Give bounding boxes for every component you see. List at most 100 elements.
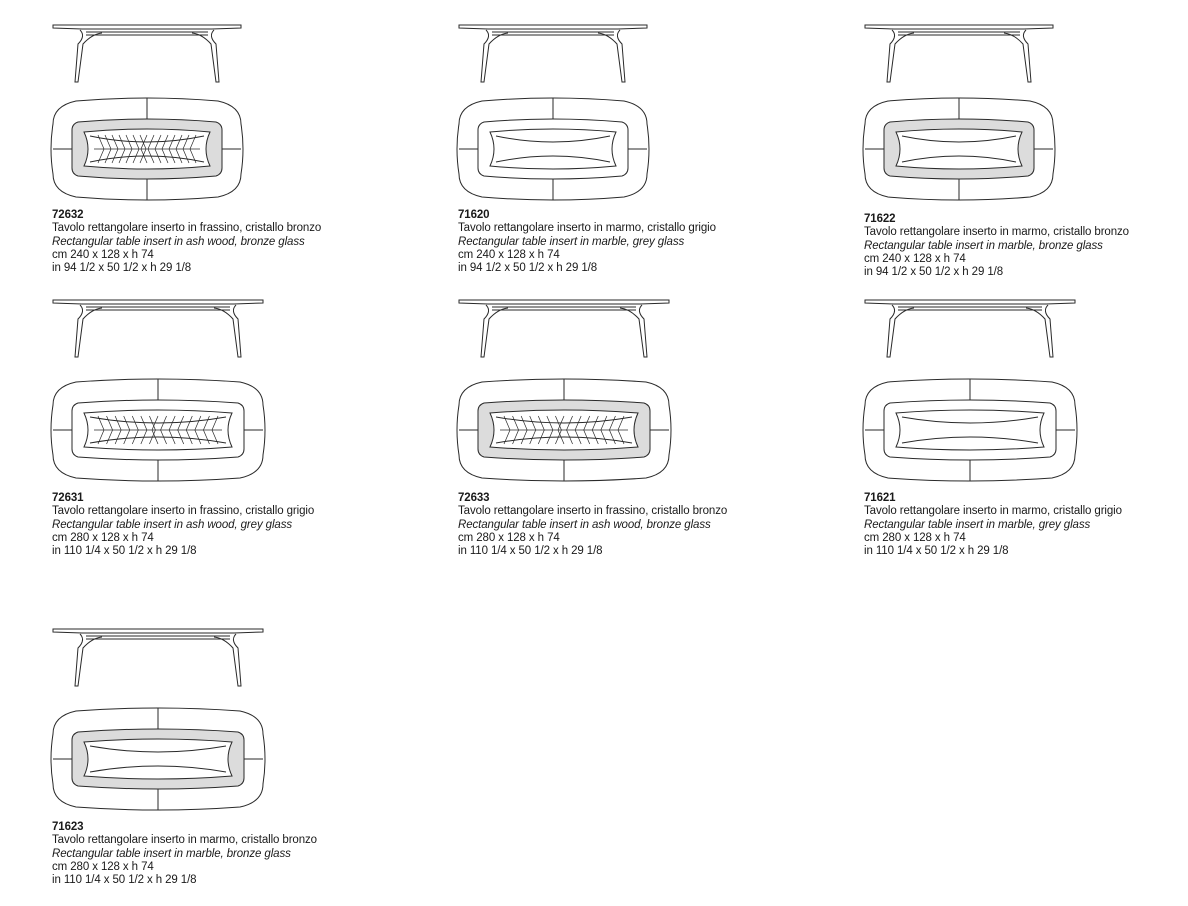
tabletop-edge <box>864 24 1054 30</box>
product-72631: 72631 Tavolo rettangolare inserto in fra… <box>50 297 314 567</box>
leg-right <box>1025 304 1054 358</box>
product-code: 71623 <box>52 821 84 833</box>
product-code: 71621 <box>864 492 896 504</box>
insert-outline <box>895 409 1045 451</box>
leg-left <box>886 304 915 358</box>
insert-inner-curves <box>89 745 227 773</box>
dimensions-cm: cm 240 x 128 x h 74 <box>864 252 966 265</box>
insert-inner-curves <box>495 416 633 444</box>
table-top-view <box>456 97 650 201</box>
table-side-view <box>458 299 670 358</box>
product-72632: 72632 Tavolo rettangolare inserto in fra… <box>50 22 321 287</box>
dimensions-cm: cm 280 x 128 x h 74 <box>458 531 560 544</box>
leg-left <box>886 29 915 83</box>
table-top-view <box>862 378 1078 482</box>
table-top-view <box>50 378 266 482</box>
description-italian: Tavolo rettangolare inserto in frassino,… <box>52 505 315 518</box>
insert-outline <box>489 128 617 170</box>
product-71621: 71621 Tavolo rettangolare inserto in mar… <box>862 297 1122 567</box>
stretcher-rail <box>86 635 230 640</box>
tabletop-edge <box>864 299 1076 305</box>
insert-inner-curves <box>495 135 611 163</box>
top-view-lines <box>50 707 266 811</box>
table-top-view <box>862 97 1056 201</box>
dimensions-cm: cm 280 x 128 x h 74 <box>864 531 966 544</box>
description-english: Rectangular table insert in marble, bron… <box>864 239 1103 252</box>
table-side-view <box>52 628 264 687</box>
product-71620: 71620 Tavolo rettangolare inserto in mar… <box>456 22 716 287</box>
product-caption: 72632 Tavolo rettangolare inserto in fra… <box>52 209 321 275</box>
tabletop-edge <box>52 299 264 305</box>
product-71623: 71623 Tavolo rettangolare inserto in mar… <box>50 626 317 896</box>
product-caption: 71620 Tavolo rettangolare inserto in mar… <box>458 209 716 275</box>
leg-right <box>213 633 242 687</box>
description-english: Rectangular table insert in ash wood, br… <box>458 518 711 531</box>
description-english: Rectangular table insert in marble, grey… <box>458 235 685 248</box>
leg-right <box>597 29 626 83</box>
top-view-lines <box>456 378 672 482</box>
herringbone-pattern <box>500 415 628 445</box>
dimensions-cm: cm 240 x 128 x h 74 <box>458 248 560 261</box>
product-code: 71620 <box>458 209 490 221</box>
table-top-view <box>456 378 672 482</box>
dimensions-cm: cm 280 x 128 x h 74 <box>52 860 154 873</box>
dimensions-in: in 94 1/2 x 50 1/2 x h 29 1/8 <box>52 262 192 275</box>
description-italian: Tavolo rettangolare inserto in marmo, cr… <box>52 834 317 847</box>
product-code: 72631 <box>52 492 84 504</box>
side-view-lines <box>458 299 670 358</box>
insert-outline <box>895 128 1023 170</box>
dimensions-in: in 94 1/2 x 50 1/2 x h 29 1/8 <box>864 266 1004 279</box>
leg-right <box>1003 29 1032 83</box>
description-italian: Tavolo rettangolare inserto in marmo, cr… <box>864 226 1129 239</box>
insert-inner-curves <box>89 135 205 163</box>
tabletop-edge <box>52 24 242 30</box>
tabletop-edge <box>458 24 648 30</box>
description-english: Rectangular table insert in ash wood, br… <box>52 235 305 248</box>
top-view-lines <box>862 378 1078 482</box>
product-caption: 72631 Tavolo rettangolare inserto in fra… <box>52 492 314 558</box>
herringbone-pattern <box>94 415 222 445</box>
table-side-view <box>864 24 1054 83</box>
description-italian: Tavolo rettangolare inserto in marmo, cr… <box>458 222 716 235</box>
stretcher-rail <box>492 31 614 36</box>
product-caption: 71621 Tavolo rettangolare inserto in mar… <box>864 492 1122 558</box>
table-side-view <box>52 24 242 83</box>
dimensions-in: in 110 1/4 x 50 1/2 x h 29 1/8 <box>864 545 1009 558</box>
top-view-lines <box>50 97 244 201</box>
insert-inner-curves <box>901 416 1039 444</box>
stretcher-rail <box>86 306 230 311</box>
dimensions-cm: cm 240 x 128 x h 74 <box>52 248 154 261</box>
side-view-lines <box>52 628 264 687</box>
stretcher-rail <box>898 306 1042 311</box>
description-italian: Tavolo rettangolare inserto in frassino,… <box>458 505 728 518</box>
description-english: Rectangular table insert in ash wood, gr… <box>52 518 293 531</box>
product-code: 71622 <box>864 213 896 225</box>
product-caption: 71623 Tavolo rettangolare inserto in mar… <box>52 821 317 887</box>
tabletop-edge <box>52 628 264 634</box>
table-side-view <box>52 299 264 358</box>
table-side-view <box>864 299 1076 358</box>
stretcher-rail <box>898 31 1020 36</box>
product-code: 72632 <box>52 209 84 221</box>
leg-right <box>213 304 242 358</box>
insert-inner-curves <box>89 416 227 444</box>
dimensions-in: in 110 1/4 x 50 1/2 x h 29 1/8 <box>52 874 197 887</box>
side-view-lines <box>458 24 648 83</box>
dimensions-in: in 110 1/4 x 50 1/2 x h 29 1/8 <box>458 545 603 558</box>
product-caption: 71622 Tavolo rettangolare inserto in mar… <box>864 213 1129 279</box>
leg-left <box>74 29 103 83</box>
top-view-lines <box>50 378 266 482</box>
side-view-lines <box>864 24 1054 83</box>
dimensions-in: in 110 1/4 x 50 1/2 x h 29 1/8 <box>52 545 197 558</box>
tabletop-edge <box>458 299 670 305</box>
product-71622: 71622 Tavolo rettangolare inserto in mar… <box>862 22 1129 287</box>
leg-left <box>74 304 103 358</box>
leg-left <box>480 304 509 358</box>
description-english: Rectangular table insert in marble, grey… <box>864 518 1091 531</box>
product-caption: 72633 Tavolo rettangolare inserto in fra… <box>458 492 727 558</box>
table-side-view <box>458 24 648 83</box>
leg-right <box>191 29 220 83</box>
leg-right <box>619 304 648 358</box>
insert-outline <box>83 738 233 780</box>
top-view-lines <box>456 97 650 201</box>
